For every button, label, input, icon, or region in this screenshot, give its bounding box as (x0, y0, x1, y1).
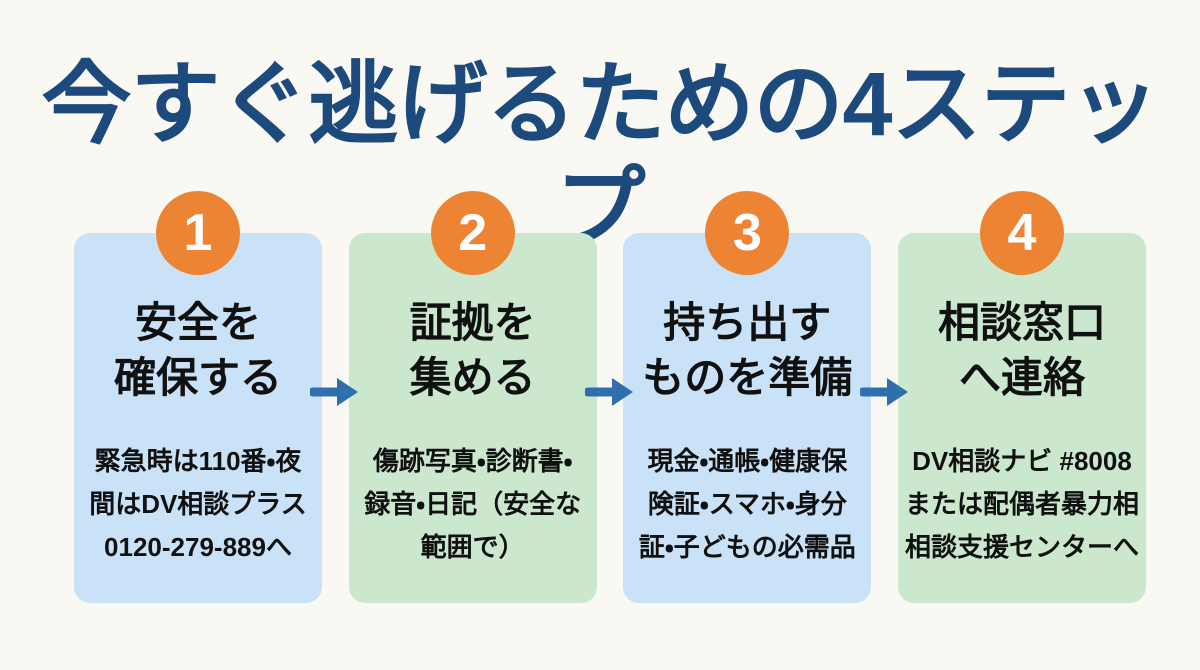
step-number-badge-2: 2 (430, 191, 515, 275)
arrow-right-icon (310, 376, 360, 408)
arrow-right-icon (860, 376, 910, 408)
step-heading-1: 安全を 確保する (113, 299, 282, 402)
step-card-3: 3 持ち出す ものを準備 現金・通帳・健康保 険証・スマホ・身分 証・子どもの必… (623, 191, 872, 603)
arrow-right-icon (585, 376, 635, 408)
step-body-4: DV相談ナビ #8008 または配偶者暴力相 相談支援センターへ (904, 445, 1139, 563)
step-body-1: 緊急時は110番・夜 間はDV相談プラス 0120-279-889へ (89, 445, 307, 563)
step-body-2: 傷跡写真・診断書・ 録音・日記（安全な 範囲で） (364, 445, 582, 563)
step-number-badge-4: 4 (979, 191, 1064, 275)
step-heading-2: 証拠を 集める (409, 299, 536, 402)
step-number-badge-3: 3 (705, 191, 790, 275)
step-card-1: 1 安全を 確保する 緊急時は110番・夜 間はDV相談プラス 0120-279… (74, 191, 322, 603)
step-heading-3: 持ち出す ものを準備 (642, 299, 853, 402)
step-number-badge-1: 1 (156, 191, 240, 275)
step-card-2: 2 証拠を 集める 傷跡写真・診断書・ 録音・日記（安全な 範囲で） (348, 191, 597, 603)
step-card-4: 4 相談窓口 へ連絡 DV相談ナビ #8008 または配偶者暴力相 相談支援セン… (897, 191, 1146, 603)
steps-row: 1 安全を 確保する 緊急時は110番・夜 間はDV相談プラス 0120-279… (74, 191, 1146, 603)
step-heading-4: 相談窓口 へ連絡 (937, 299, 1106, 402)
step-body-3: 現金・通帳・健康保 険証・スマホ・身分 証・子どもの必需品 (638, 445, 856, 563)
page-title: 今すぐ逃げるための4ステップ (41, 55, 1159, 259)
